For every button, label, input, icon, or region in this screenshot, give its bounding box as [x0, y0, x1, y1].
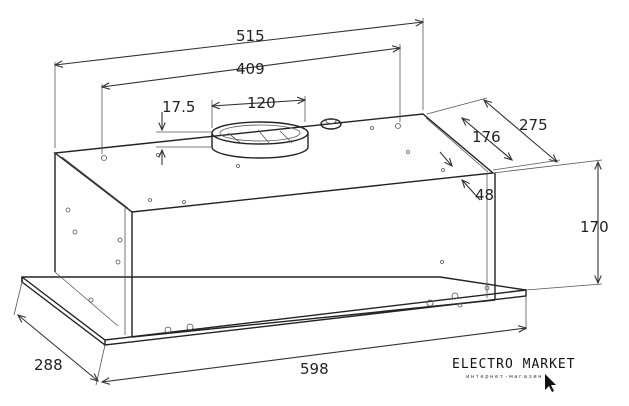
dim-inner-depth: 176 — [462, 118, 512, 160]
dim-depth-top: 275 — [426, 97, 561, 171]
dim-height: 170 — [492, 159, 609, 291]
label-170: 170 — [580, 218, 609, 236]
dim-duct-offset: 17.5 — [156, 98, 212, 165]
cursor-icon — [545, 374, 556, 392]
dim-duct-diameter: 120 — [212, 94, 305, 128]
dim-overall-width: 515 — [55, 18, 423, 148]
label-120: 120 — [247, 94, 276, 112]
dim-panel-depth: 288 — [13, 281, 106, 386]
dim-mount-spacing: 409 — [102, 44, 400, 154]
duct-collar — [211, 121, 309, 159]
label-17-5: 17.5 — [162, 98, 195, 116]
label-515: 515 — [236, 27, 265, 45]
dim-panel-width: 598 — [102, 296, 526, 382]
cable-grommet — [320, 118, 342, 130]
brand-tagline: интернет-магазин — [466, 374, 543, 380]
label-288: 288 — [34, 356, 63, 374]
brand-name: ELECTRO MARKET — [452, 357, 576, 372]
label-48: 48 — [475, 186, 494, 204]
hood-body — [53, 113, 496, 338]
dim-front-lip: 48 — [439, 151, 494, 204]
label-598: 598 — [300, 360, 329, 378]
brand-logo: ELECTRO MARKET интернет-магазин — [448, 352, 590, 392]
front-panel — [21, 276, 527, 346]
label-409: 409 — [236, 60, 265, 78]
label-176: 176 — [472, 128, 501, 146]
label-275: 275 — [519, 116, 548, 134]
